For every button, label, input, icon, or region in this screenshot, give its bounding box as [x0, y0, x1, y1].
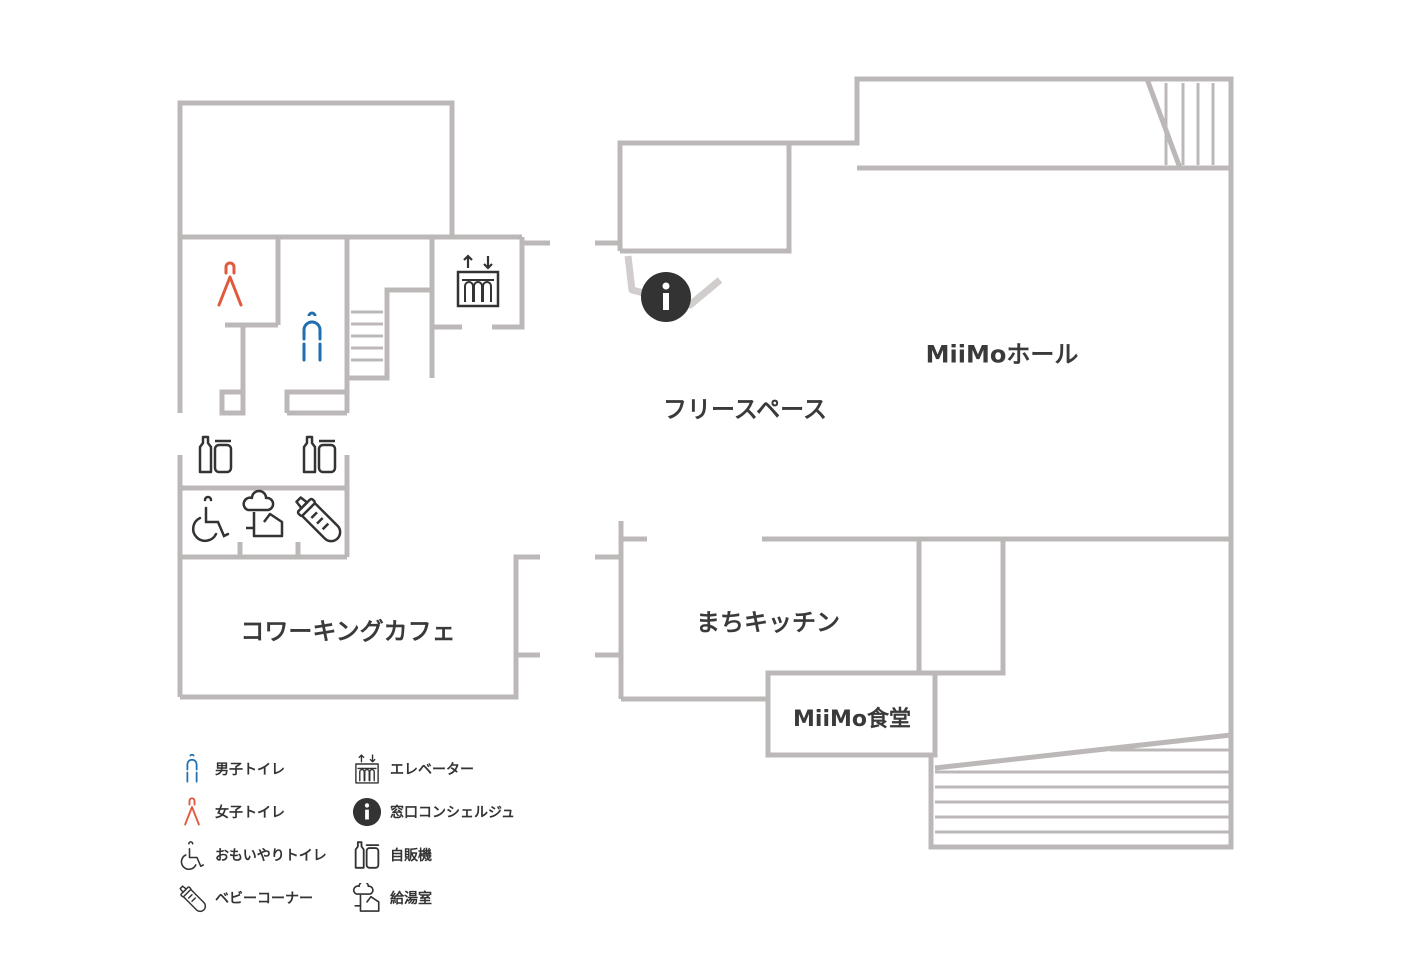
vending-machine-icon [198, 435, 233, 474]
legend-label: おもいやりトイレ [215, 848, 327, 864]
elevator-icon [350, 754, 384, 784]
vending-machine-icon [302, 435, 337, 474]
elevator-icon [456, 254, 500, 308]
room-label-miimo-dining: MiiMo食堂 [793, 707, 911, 732]
vending-machine-icon [350, 840, 384, 870]
legend-item-womens-toilet: 女子トイレ [175, 797, 285, 827]
room-label-free-space: フリースペース [663, 395, 827, 424]
baby-bottle-icon [175, 883, 209, 913]
legend-label: エレベーター [390, 762, 474, 778]
wheelchair-icon [175, 840, 209, 870]
kitchenette-icon [242, 489, 284, 538]
left-wing-walls [177, 100, 550, 700]
male-toilet-icon [175, 754, 209, 784]
legend-item-kitchenette: 給湯室 [350, 883, 432, 913]
legend-item-accessible-toilet: おもいやりトイレ [175, 840, 327, 870]
wheelchair-icon [191, 495, 230, 543]
kitchenette-icon [350, 883, 384, 913]
legend-label: 自販機 [390, 848, 432, 864]
right-wing-walls [595, 76, 1234, 850]
legend-label: 男子トイレ [215, 762, 285, 778]
info-icon [641, 272, 691, 322]
info-icon [350, 797, 384, 827]
legend-label: 女子トイレ [215, 805, 285, 821]
male-toilet-icon [302, 311, 322, 362]
legend-label: 給湯室 [390, 891, 432, 907]
legend-item-concierge: 窓口コンシェルジュ [350, 797, 515, 827]
legend-item-elevator: エレベーター [350, 754, 474, 784]
female-toilet-icon [217, 261, 243, 307]
legend-label: 窓口コンシェルジュ [390, 805, 516, 821]
legend-label: ベビーコーナー [215, 891, 313, 907]
legend-item-vending-machine: 自販機 [350, 840, 432, 870]
room-label-hall: MiiMoホール [925, 340, 1079, 369]
legend-item-mens-toilet: 男子トイレ [175, 754, 285, 784]
baby-bottle-icon [295, 496, 342, 543]
room-label-machi-kitchen: まちキッチン [696, 608, 840, 637]
female-toilet-icon [175, 797, 209, 827]
room-label-coworking-cafe: コワーキングカフェ [240, 617, 456, 646]
legend-item-baby-corner: ベビーコーナー [175, 883, 313, 913]
